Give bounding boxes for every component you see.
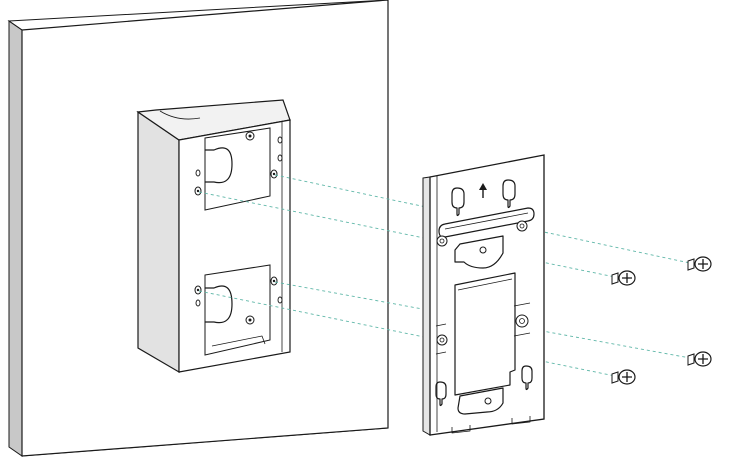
plate-bottom-clip (457, 387, 504, 415)
keyhole-icon (502, 179, 516, 209)
plate-hole-icon (436, 334, 448, 346)
plate-slot-inner (444, 212, 529, 230)
side-hole-icon (277, 154, 283, 162)
box-top-face (136, 99, 291, 141)
keyhole-icon (435, 381, 447, 407)
plate-hole-icon (479, 246, 487, 254)
screw-icon (687, 256, 712, 272)
plate-hole-icon (484, 397, 492, 405)
box-side-face (137, 110, 180, 374)
side-hole-icon (277, 136, 283, 144)
screw-icon (611, 369, 636, 385)
plate-side-edge (422, 176, 431, 436)
plate-window-edge (457, 278, 513, 291)
plate-center-cutout (454, 235, 504, 269)
lower-opening-frame (204, 264, 271, 356)
plate-hole-icon (516, 220, 528, 232)
wall-side-edge (8, 20, 23, 457)
plate-foot (451, 425, 471, 434)
upper-box-screw-head (248, 134, 252, 138)
keyhole-icon (521, 365, 533, 391)
angled-mounting-box (136, 99, 291, 374)
upper-opening-frame (204, 127, 271, 211)
plate-window (454, 272, 516, 396)
plate-tab-lines (513, 302, 531, 337)
lower-opening-tab (211, 335, 266, 347)
plate-slot (438, 207, 535, 238)
mounting-plate (422, 154, 545, 436)
up-arrow-icon (479, 183, 487, 198)
keyhole-icon (451, 187, 465, 217)
side-hole-icon (277, 296, 283, 304)
box-top-crease (159, 110, 201, 120)
lower-opening-knockout (204, 285, 233, 324)
box-upper-opening (194, 127, 278, 211)
screw-icon (687, 351, 712, 367)
plate-front (429, 154, 545, 436)
plate-tab-lines (435, 323, 447, 355)
lower-box-screw-head (248, 318, 252, 322)
upper-opening-knockout (204, 147, 233, 184)
side-hole-icon (195, 299, 201, 307)
plate-hole-icon (436, 235, 448, 247)
side-hole-icon (195, 169, 201, 177)
plate-foot (511, 416, 531, 425)
box-lower-opening (194, 264, 278, 356)
guide-line (198, 290, 616, 377)
screws (611, 256, 712, 385)
screw-icon (611, 270, 636, 286)
plate-hole-icon (515, 314, 529, 328)
guide-line (198, 191, 616, 278)
